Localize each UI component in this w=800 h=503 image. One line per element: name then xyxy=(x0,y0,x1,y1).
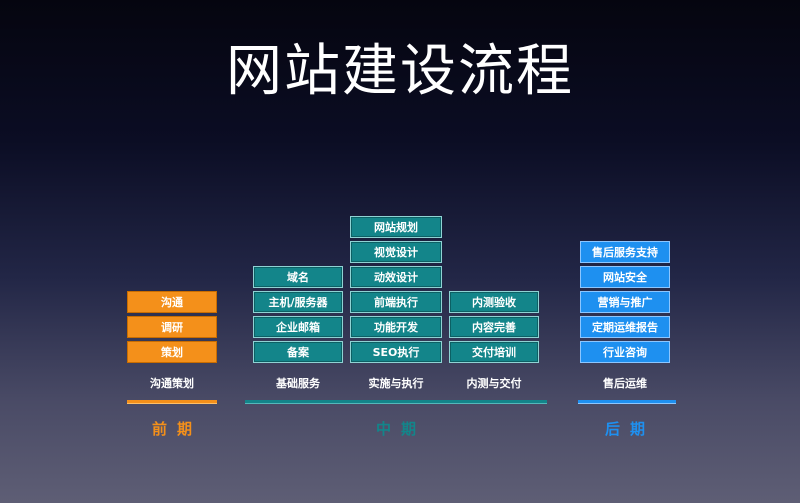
category-label: 沟通策划 xyxy=(150,377,194,390)
step-box: 网站规划 xyxy=(350,216,442,238)
step-box: 营销与推广 xyxy=(580,291,670,313)
step-box: 网站安全 xyxy=(580,266,670,288)
step-box: 行业咨询 xyxy=(580,341,670,363)
phase-label-late: 后期 xyxy=(604,420,655,438)
step-box: 前端执行 xyxy=(350,291,442,313)
step-box: 定期运维报告 xyxy=(580,316,670,338)
step-box: 视觉设计 xyxy=(350,241,442,263)
category-label: 内测与交付 xyxy=(466,377,522,390)
column-testing-delivery: 内测验收 内容完善 交付培训 xyxy=(449,291,539,366)
step-box: 主机/服务器 xyxy=(253,291,343,313)
column-after-sales: 售后服务支持 网站安全 营销与推广 定期运维报告 行业咨询 xyxy=(580,241,670,366)
step-box: 动效设计 xyxy=(350,266,442,288)
phase-divider-late xyxy=(578,400,676,404)
step-box: 策划 xyxy=(127,341,217,363)
phase-divider-early xyxy=(127,400,217,404)
step-box: 企业邮箱 xyxy=(253,316,343,338)
step-box: 内测验收 xyxy=(449,291,539,313)
step-box: 功能开发 xyxy=(350,316,442,338)
step-box: SEO执行 xyxy=(350,341,442,363)
step-box: 内容完善 xyxy=(449,316,539,338)
category-label: 售后运维 xyxy=(603,377,647,390)
column-implementation: 网站规划 视觉设计 动效设计 前端执行 功能开发 SEO执行 xyxy=(350,216,442,366)
step-box: 售后服务支持 xyxy=(580,241,670,263)
category-label: 基础服务 xyxy=(276,377,320,390)
step-box: 备案 xyxy=(253,341,343,363)
step-box: 交付培训 xyxy=(449,341,539,363)
phase-label-early: 前期 xyxy=(151,420,202,438)
step-box: 调研 xyxy=(127,316,217,338)
column-basic-services: 域名 主机/服务器 企业邮箱 备案 xyxy=(253,266,343,366)
phase-label-middle: 中期 xyxy=(375,420,426,438)
phase-divider-middle xyxy=(245,400,547,404)
step-box: 沟通 xyxy=(127,291,217,313)
column-planning: 沟通 调研 策划 xyxy=(127,291,217,366)
step-box: 域名 xyxy=(253,266,343,288)
page-title: 网站建设流程 xyxy=(226,39,574,104)
category-label: 实施与执行 xyxy=(368,377,424,390)
